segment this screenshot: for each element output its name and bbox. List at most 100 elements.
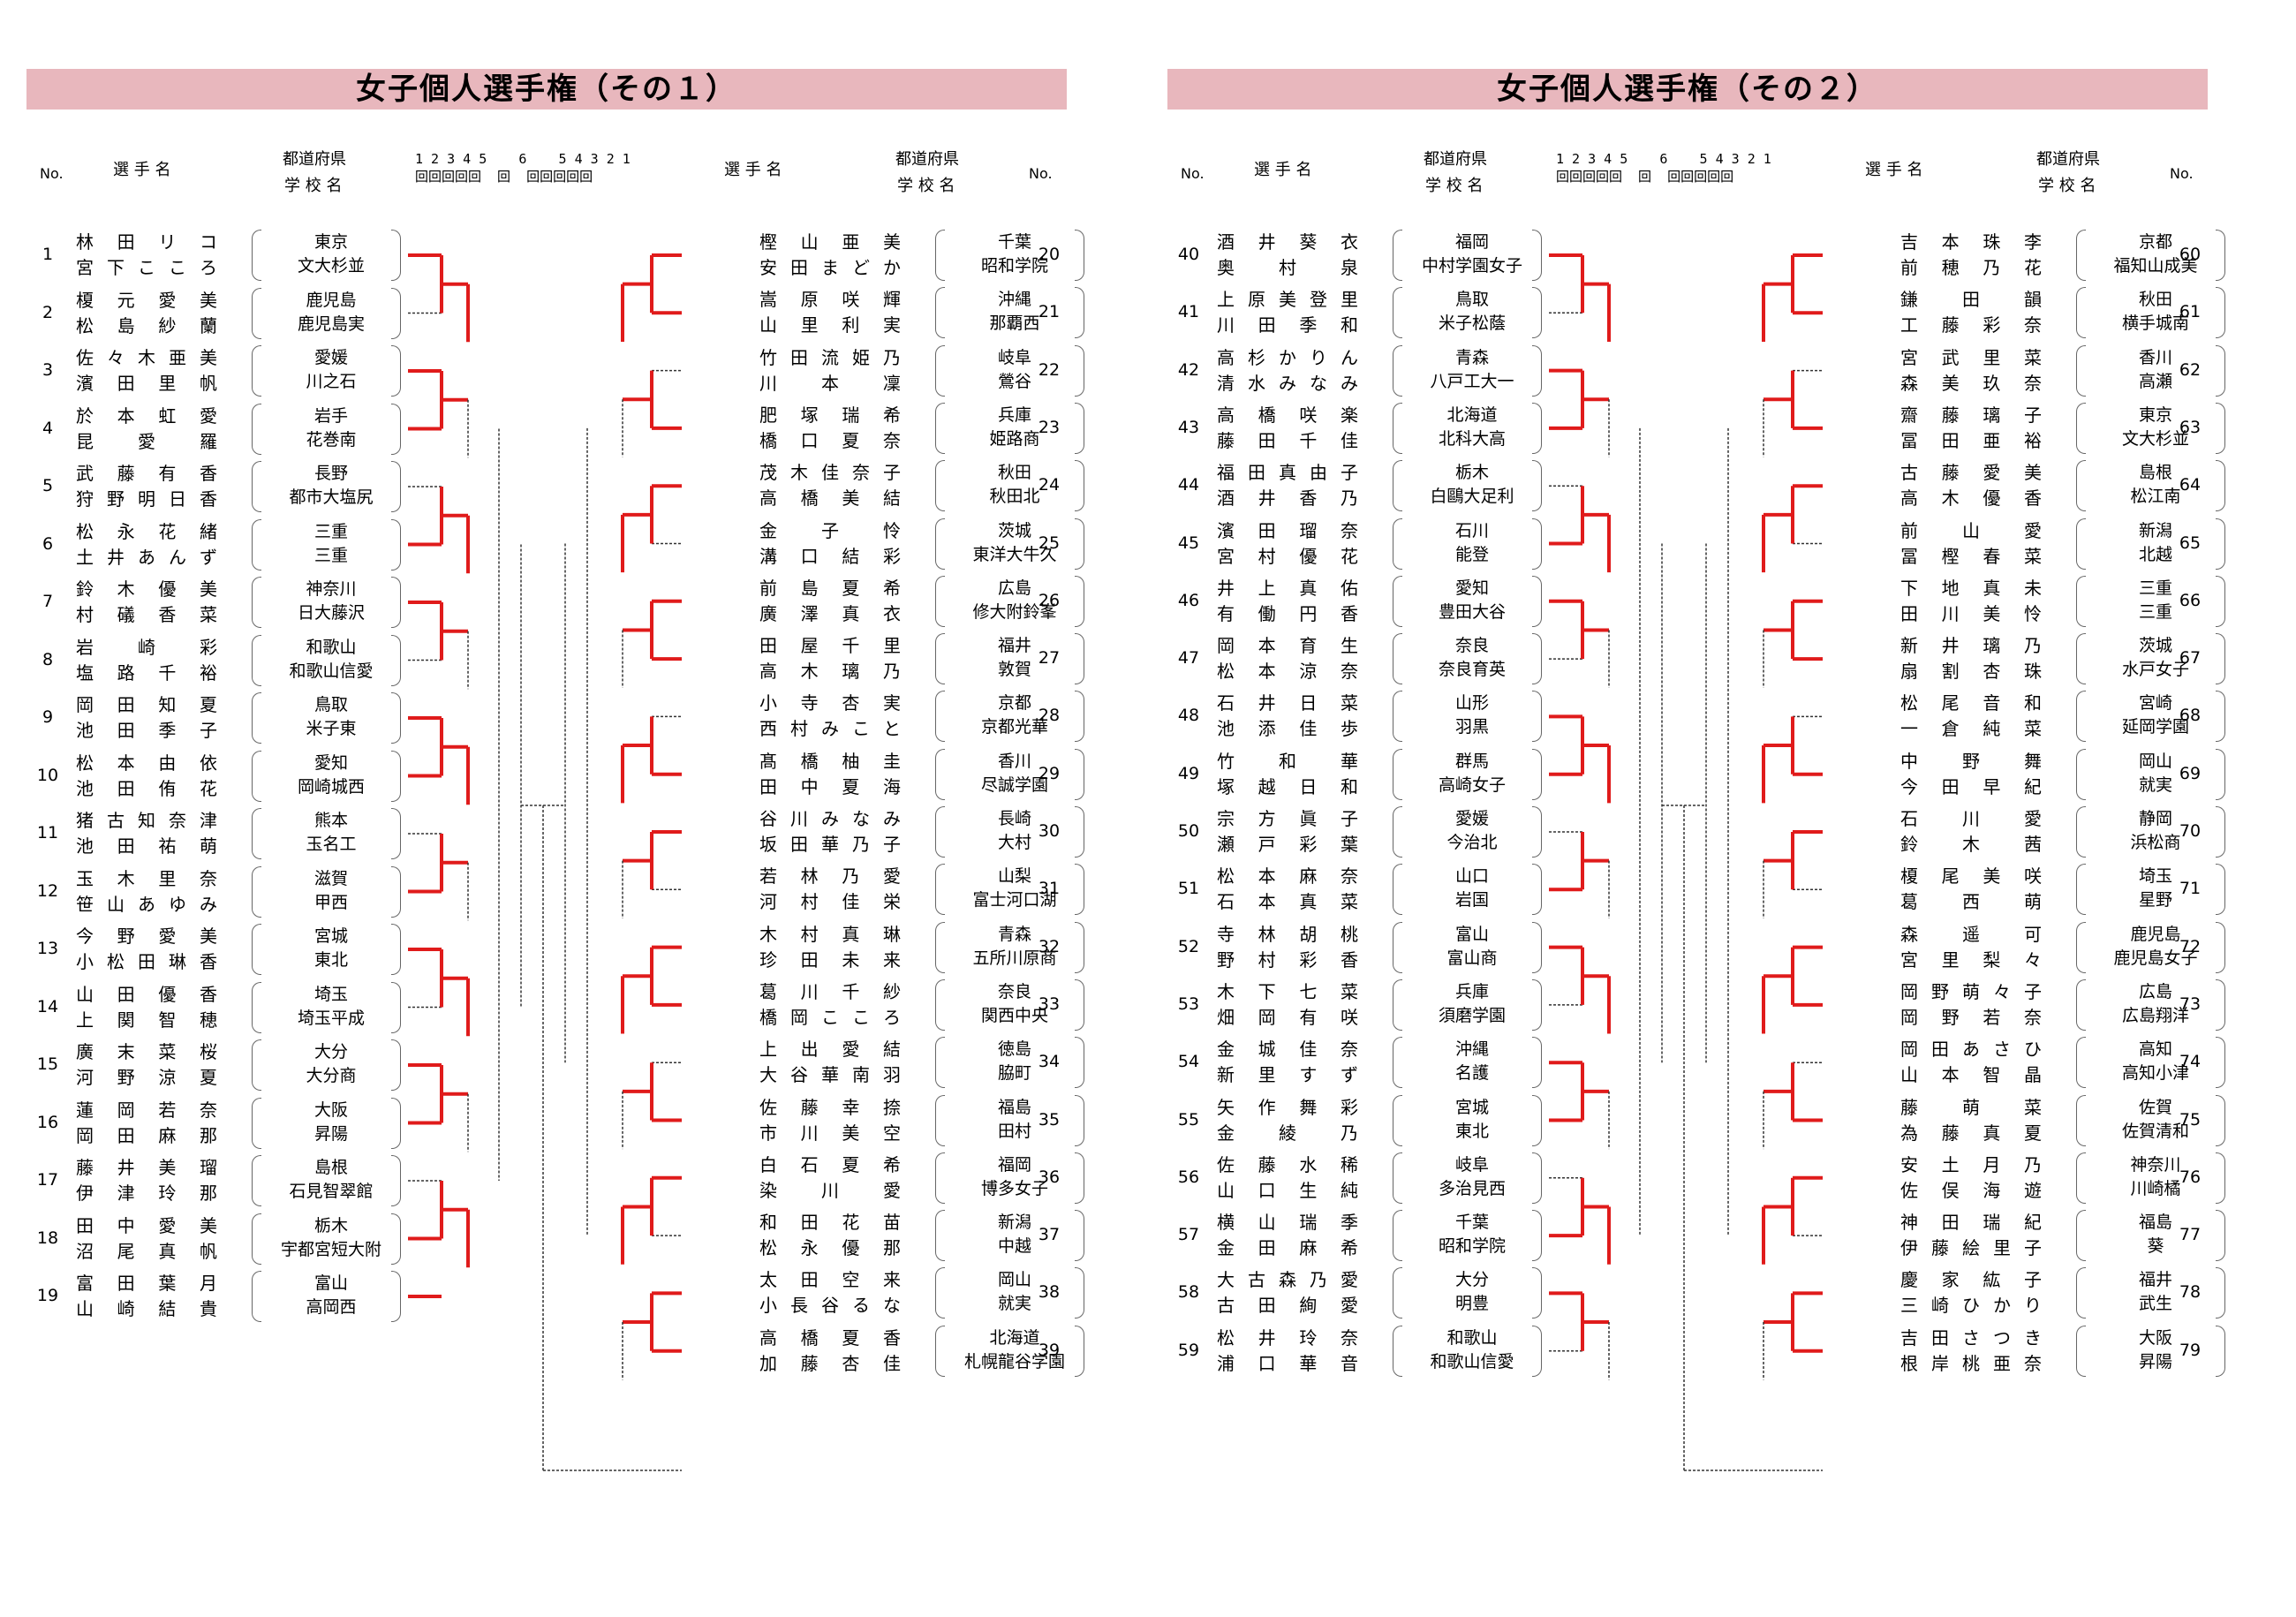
player-name: 扇 割 杏 珠 [1900,661,2042,683]
paren-right [2216,748,2225,800]
paren-left [1393,402,1402,454]
school-block: 青森五所川原商 [948,923,1081,971]
player-pair: 慶 家 紘 子三 崎 ひ か り [1900,1267,2042,1319]
entry-number: 31 [1038,879,1061,899]
player-pair: 木 下 七 菜畑 岡 有 咲 [1217,979,1358,1031]
paren-right [391,345,401,397]
paren-right [1532,1152,1542,1204]
paren-left [2076,575,2086,627]
school-block: 福島田村 [948,1096,1081,1144]
player-name: 中 野 舞 [1900,750,2042,772]
school-name: 高瀬 [2138,371,2172,391]
paren-right [2216,1267,2225,1319]
paren-right [391,287,401,339]
player-name: 松 島 紗 蘭 [76,314,217,336]
header-player: 選 手 名 [113,161,171,179]
player-name: 古 田 絢 愛 [1217,1295,1358,1317]
school-block: 京都福知山成美 [2089,230,2222,278]
school-block: 奈良奈良育英 [1406,634,1538,682]
school-name: 姫路商 [989,428,1040,449]
school-name: 鹿児島実 [297,314,365,334]
entry-number: 61 [2179,302,2202,322]
school-block: 石川能登 [1406,519,1538,567]
entry-number: 70 [2179,821,2202,841]
player-name: 嵩 原 咲 輝 [759,289,901,311]
player-name: 安 土 月 乃 [1900,1153,2042,1175]
school-name: 甲西 [313,892,348,912]
player-name: 奥 村 泉 [1217,257,1358,278]
player-name: 石 井 日 菜 [1217,692,1358,714]
entry-number: 4 [42,418,54,438]
school-block: 山梨富士河口湖 [948,865,1081,912]
school-block: 香川高瀬 [2089,346,2222,394]
school-block: 岡山就実 [2089,750,2222,797]
player-name: 松 尾 音 和 [1900,692,2042,714]
paren-right [2216,575,2225,627]
school-name: 高岡西 [306,1297,357,1317]
paren-right [391,1039,401,1091]
school-name: 横手城南 [2121,314,2189,334]
entry-number: 62 [2179,359,2202,380]
paren-right [1532,575,1542,627]
player-pair: 前 島 夏 希廣 澤 真 衣 [759,576,901,627]
school-block: 徳島脇町 [948,1038,1081,1085]
player-name: 酒 井 香 乃 [1217,487,1358,510]
paren-right [391,577,401,628]
paren-left [1393,1037,1402,1089]
paren-right [2216,1094,2225,1146]
school-block: 新潟北越 [2089,519,2222,567]
school-name: 就実 [997,1294,1031,1314]
player-name: 上 出 愛 結 [759,1039,901,1061]
player-pair: 今 野 愛 美小 松 田 琳 香 [76,924,217,975]
paren-left [935,1267,945,1319]
player-pair: 樫 山 亜 美安 田 ま ど か [759,230,901,281]
paren-right [391,750,401,802]
player-name: 伊 藤 絵 里 子 [1900,1237,2042,1259]
player-pair: 森 遥 可宮 里 梨 々 [1900,922,2042,973]
paren-right [391,981,401,1033]
school-block: 広島修大附鈴峯 [948,577,1081,624]
player-name: 沼 尾 真 帆 [76,1240,217,1262]
player-name: 土 井 あ ん ず [76,546,217,568]
player-pair: 高 杉 か り ん清 水 み な み [1217,345,1358,397]
prefecture: 大阪 [313,1099,348,1120]
paren-left [935,1094,945,1146]
prefecture: 鳥取 [313,695,348,714]
entry-number: 33 [1038,994,1061,1014]
entry-number: 6 [42,533,54,554]
paren-right [391,1271,401,1322]
player-name: 池 添 佳 歩 [1217,718,1358,740]
school-name: 鶯谷 [997,371,1031,391]
paren-right [1075,864,1084,916]
entry-number: 79 [2179,1340,2202,1360]
school-block: 和歌山和歌山信愛 [1406,1326,1538,1374]
school-block: 香川尽誠学園 [948,750,1081,797]
player-name: 金 田 麻 希 [1217,1237,1358,1259]
entry-number: 74 [2179,1052,2202,1072]
paren-right [1532,864,1542,916]
prefecture: 高知 [2138,1039,2172,1060]
school-name: 尽誠学園 [980,774,1048,795]
prefecture: 大分 [1454,1270,1489,1290]
paren-right [391,461,401,512]
player-name: 和 田 花 苗 [759,1212,901,1234]
school-name: 中村学園女子 [1421,256,1522,276]
round-numbers: 1 2 3 4 5 6 5 4 3 2 1 [415,151,631,167]
paren-left [935,806,945,858]
entry-number: 69 [2179,763,2202,783]
player-pair: 猪 古 知 奈 津池 田 祐 萌 [76,808,217,859]
player-name: 廣 末 菜 桜 [76,1041,217,1062]
school-name: 松江南 [2130,487,2181,507]
paren-left [252,692,261,744]
school-name: 名護 [1454,1063,1489,1084]
player-pair: 髙 橋 柚 圭田 中 夏 海 [759,749,901,800]
entry-number: 42 [1177,359,1200,380]
school-name: 日大藤沢 [297,603,365,623]
player-pair: 松 井 玲 奈浦 口 華 音 [1217,1326,1358,1377]
header-school: 学 校 名 [1425,177,1484,195]
paren-left [935,1037,945,1089]
school-name: 玉名工 [306,835,357,854]
header-school-right: 学 校 名 [897,177,955,195]
player-name: 一 倉 純 菜 [1900,718,2042,740]
school-block: 北海道札幌龍谷学園 [948,1326,1081,1374]
